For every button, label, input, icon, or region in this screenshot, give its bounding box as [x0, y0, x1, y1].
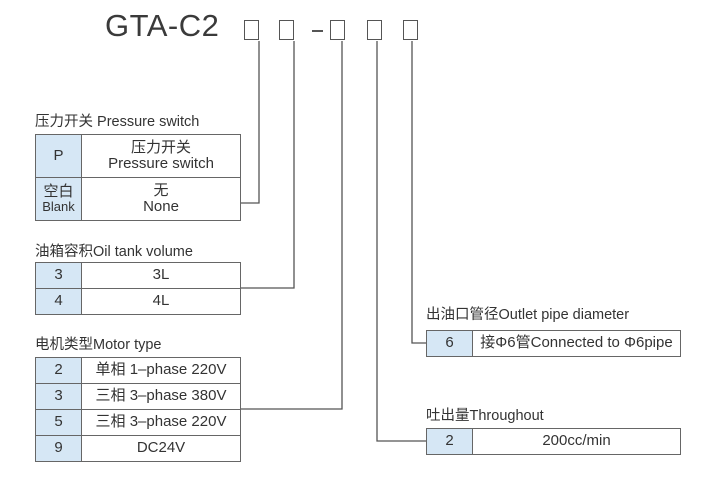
table-row: 2 200cc/min — [426, 428, 681, 455]
code-slot-outlet-pipe — [403, 20, 418, 40]
code-slot-throughout — [367, 20, 382, 40]
code-slot-oil-tank — [279, 20, 294, 40]
connector-outlet-pipe — [411, 41, 426, 344]
table-row: 4 4L — [35, 288, 241, 315]
option-code-cn: 空白 — [43, 182, 74, 200]
oil-tank-table: 3 3L 4 4L — [35, 262, 241, 315]
option-code: 3 — [35, 383, 82, 410]
option-desc-cn: 压力开关 — [130, 138, 191, 156]
code-slot-pressure-switch — [244, 20, 259, 40]
table-row: P 压力开关 Pressure switch — [35, 134, 241, 178]
motor-type-table: 2 单相 1–phase 220V 3 三相 3–phase 380V 5 三相… — [35, 357, 241, 462]
option-code: 2 — [426, 428, 473, 455]
outlet-pipe-title: 出油口管径Outlet pipe diameter — [426, 307, 630, 323]
table-row: 9 DC24V — [35, 435, 241, 462]
oil-tank-title: 油箱容积Oil tank volume — [35, 244, 193, 260]
option-code: 空白 Blank — [35, 177, 82, 221]
table-row: 5 三相 3–phase 220V — [35, 409, 241, 436]
option-code: 9 — [35, 435, 82, 462]
table-row: 3 三相 3–phase 380V — [35, 383, 241, 410]
option-desc-cn: 无 — [153, 181, 169, 199]
table-row: 3 3L — [35, 262, 241, 289]
connector-throughout — [376, 41, 426, 442]
outlet-pipe-table: 6 接Φ6管Connected to Φ6pipe — [426, 330, 681, 357]
option-code: 5 — [35, 409, 82, 436]
option-code-en: Blank — [42, 199, 75, 215]
connector-motor-type — [240, 41, 343, 410]
option-desc: 200cc/min — [472, 428, 681, 455]
option-code: 6 — [426, 330, 473, 357]
option-desc: 三相 3–phase 220V — [81, 409, 241, 436]
option-desc-en: Pressure switch — [108, 155, 214, 172]
option-desc: 4L — [81, 288, 241, 315]
table-row: 空白 Blank 无 None — [35, 177, 241, 221]
option-desc: 单相 1–phase 220V — [81, 357, 241, 384]
model-prefix: GTA-C2 — [105, 8, 220, 43]
option-desc: 压力开关 Pressure switch — [81, 134, 241, 178]
option-code: 4 — [35, 288, 82, 315]
option-desc: 3L — [81, 262, 241, 289]
option-desc: DC24V — [81, 435, 241, 462]
pressure-switch-title: 压力开关 Pressure switch — [35, 114, 200, 130]
model-separator-dash — [312, 30, 323, 32]
table-row: 2 单相 1–phase 220V — [35, 357, 241, 384]
option-code: 3 — [35, 262, 82, 289]
option-desc: 接Φ6管Connected to Φ6pipe — [472, 330, 681, 357]
pressure-switch-table: P 压力开关 Pressure switch 空白 Blank 无 None — [35, 134, 241, 221]
option-code: 2 — [35, 357, 82, 384]
option-desc: 无 None — [81, 177, 241, 221]
connector-pressure-switch — [240, 41, 260, 204]
throughout-table: 2 200cc/min — [426, 428, 681, 455]
option-desc-en: None — [143, 198, 179, 215]
connector-oil-tank — [240, 41, 295, 289]
option-code: P — [35, 134, 82, 178]
table-row: 6 接Φ6管Connected to Φ6pipe — [426, 330, 681, 357]
motor-type-title: 电机类型Motor type — [35, 337, 162, 353]
option-desc: 三相 3–phase 380V — [81, 383, 241, 410]
throughout-title: 吐出量Throughout — [426, 408, 544, 424]
code-slot-motor-type — [330, 20, 345, 40]
